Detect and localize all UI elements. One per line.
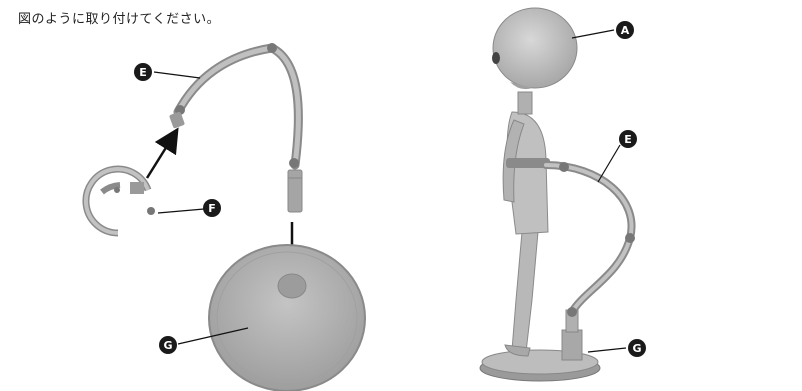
- ring-f: [86, 169, 155, 233]
- callout-g-right: G: [628, 339, 646, 357]
- callout-a: A: [616, 21, 634, 39]
- leader-a: [572, 30, 614, 38]
- leader-f: [158, 209, 204, 213]
- callout-f-text: F: [208, 202, 216, 215]
- callout-e-right: E: [619, 130, 637, 148]
- callout-e-left: E: [134, 63, 152, 81]
- base-g-right: [480, 310, 600, 381]
- base-g-left: [209, 245, 365, 391]
- doll-figure: [492, 8, 577, 356]
- callout-g-left-text: G: [163, 339, 172, 352]
- arm-e-right: [546, 162, 635, 317]
- callout-a-text: A: [621, 24, 630, 37]
- callout-e-right-text: E: [624, 133, 632, 146]
- leader-g-right: [588, 348, 626, 352]
- callout-f: F: [203, 199, 221, 217]
- arm-e-left: [169, 43, 302, 212]
- leader-e-left: [154, 72, 200, 78]
- callout-g-left: G: [159, 336, 177, 354]
- arrow-ring-to-arm: [147, 138, 172, 178]
- callout-g-right-text: G: [632, 342, 641, 355]
- leader-e-right: [598, 145, 620, 182]
- callout-e-left-text: E: [139, 66, 147, 79]
